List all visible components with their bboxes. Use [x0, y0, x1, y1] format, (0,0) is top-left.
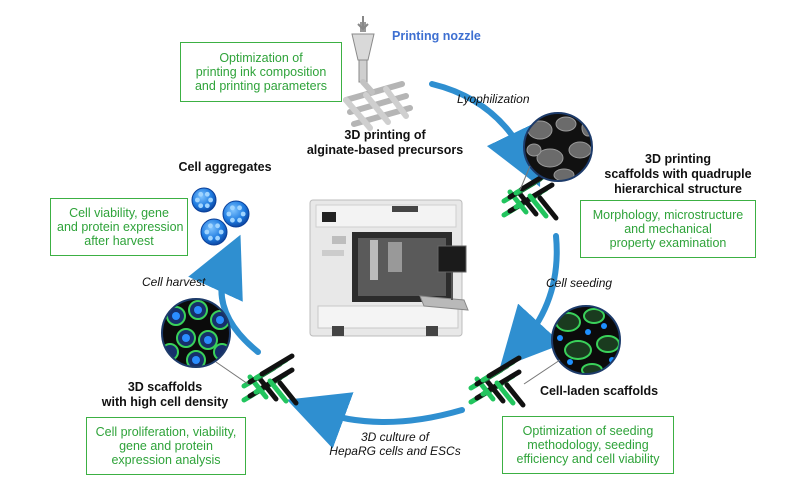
label-high-density: 3D scaffolds with high cell density: [90, 380, 240, 410]
box-line: property examination: [609, 236, 727, 250]
spheroid-2: [222, 200, 250, 228]
box-line: Cell proliferation, viability,: [95, 425, 237, 439]
arrow-cell-harvest: [188, 234, 261, 355]
box-viability-harvest: Cell viability, gene and protein express…: [50, 198, 188, 256]
label-cell-laden: Cell-laden scaffolds: [534, 384, 664, 399]
spheroid-cell-texture: [204, 203, 210, 209]
spheroid-cell-texture: [218, 229, 224, 235]
printing-nozzle-label: Printing nozzle: [392, 29, 481, 43]
spheroid-cell-texture: [198, 203, 204, 209]
label-line: 3D printing: [645, 152, 711, 166]
spheroid-cell-texture: [204, 191, 210, 197]
step-line: Cell seeding: [546, 276, 613, 290]
label-line: Cell-laden scaffolds: [539, 384, 659, 398]
scaffold-cube-high-density: [241, 353, 299, 406]
micro-zoom-cell-laden: [523, 305, 621, 385]
spheroid-cell-texture: [240, 211, 246, 217]
spheroid-cell-texture: [198, 191, 204, 197]
label-line: with high cell density: [101, 395, 229, 409]
step-lyophilization: Lyophilization: [457, 92, 530, 106]
box-line: after harvest: [84, 234, 154, 248]
scaffold-cube-cell-laden: [468, 355, 526, 408]
spheroid-cell-texture: [237, 217, 242, 223]
spheroid-cell-texture: [208, 223, 213, 229]
spheroid-cell-texture: [208, 197, 214, 203]
spheroid-cell-texture: [230, 217, 235, 223]
box-line: Cell viability, gene: [69, 206, 169, 220]
arrow-culture: [286, 392, 465, 449]
box-line: and printing parameters: [194, 79, 328, 93]
step-line: Cell harvest: [142, 275, 206, 289]
spheroid-cell-texture: [208, 235, 213, 241]
step-line: HepaRG cells and ESCs: [329, 444, 461, 458]
box-line: Optimization of: [219, 51, 303, 65]
bioprinter-image: [309, 199, 469, 337]
box-line: and protein expression: [57, 220, 184, 234]
box-proliferation: Cell proliferation, viability, gene and …: [86, 417, 246, 475]
arrow-cell-seeding: [499, 233, 563, 369]
box-line: expression analysis: [111, 453, 221, 467]
printing-nozzle-graphic: [351, 16, 375, 83]
box-line: Optimization of seeding: [522, 424, 654, 438]
printed-grid-graphic: [343, 79, 413, 131]
label-quadruple-scaffolds: 3D printing scaffolds with quadruple hie…: [598, 152, 758, 197]
label-cell-aggregates: Cell aggregates: [170, 160, 280, 175]
spheroid-cell-texture: [230, 205, 235, 211]
micro-zoom-lyophilized: [519, 112, 593, 191]
label-line: Cell aggregates: [178, 160, 272, 174]
scaffolds-layer: [241, 168, 559, 408]
step-line: Lyophilization: [457, 92, 530, 106]
cell-aggregates-graphic: [191, 187, 250, 246]
box-line: printing ink composition: [195, 65, 327, 79]
label-line: scaffolds with quadruple: [604, 167, 752, 181]
box-line: gene and protein: [119, 439, 213, 453]
step-3d-culture: 3D culture of HepaRG cells and ESCs: [325, 430, 465, 458]
micro-zoom-high-density: [161, 298, 249, 385]
cycle-arrows: [188, 81, 563, 449]
step-cell-seeding: Cell seeding: [546, 276, 612, 290]
step-line: 3D culture of: [360, 430, 430, 444]
label-line: alginate-based precursors: [306, 143, 464, 157]
step-cell-harvest: Cell harvest: [142, 275, 205, 289]
spheroid-cell-texture: [215, 235, 220, 241]
box-optimization-ink: Optimization of printing ink composition…: [180, 42, 342, 102]
label-line: 3D printing of: [344, 128, 426, 142]
label-line: 3D scaffolds: [127, 380, 203, 394]
spheroid-cell-texture: [195, 197, 200, 203]
box-line: Morphology, microstructure: [592, 208, 744, 222]
spheroid-cell-texture: [226, 211, 232, 217]
scaffold-cube-quadruple: [501, 168, 559, 221]
spheroid-cell-texture: [215, 223, 220, 229]
box-line: efficiency and cell viability: [516, 452, 660, 466]
label-printing-precursors: 3D printing of alginate-based precursors: [300, 128, 470, 158]
label-line: hierarchical structure: [614, 182, 742, 196]
arrow-lyophilization: [429, 81, 541, 188]
spheroid-cell-texture: [204, 229, 210, 235]
box-morphology: Morphology, microstructure and mechanica…: [580, 200, 756, 258]
spheroid-1: [191, 187, 217, 213]
spheroid-cell-texture: [237, 205, 242, 211]
spheroid-3: [200, 218, 228, 246]
box-seeding: Optimization of seeding methodology, see…: [502, 416, 674, 474]
box-line: and mechanical: [624, 222, 712, 236]
box-line: methodology, seeding: [527, 438, 649, 452]
